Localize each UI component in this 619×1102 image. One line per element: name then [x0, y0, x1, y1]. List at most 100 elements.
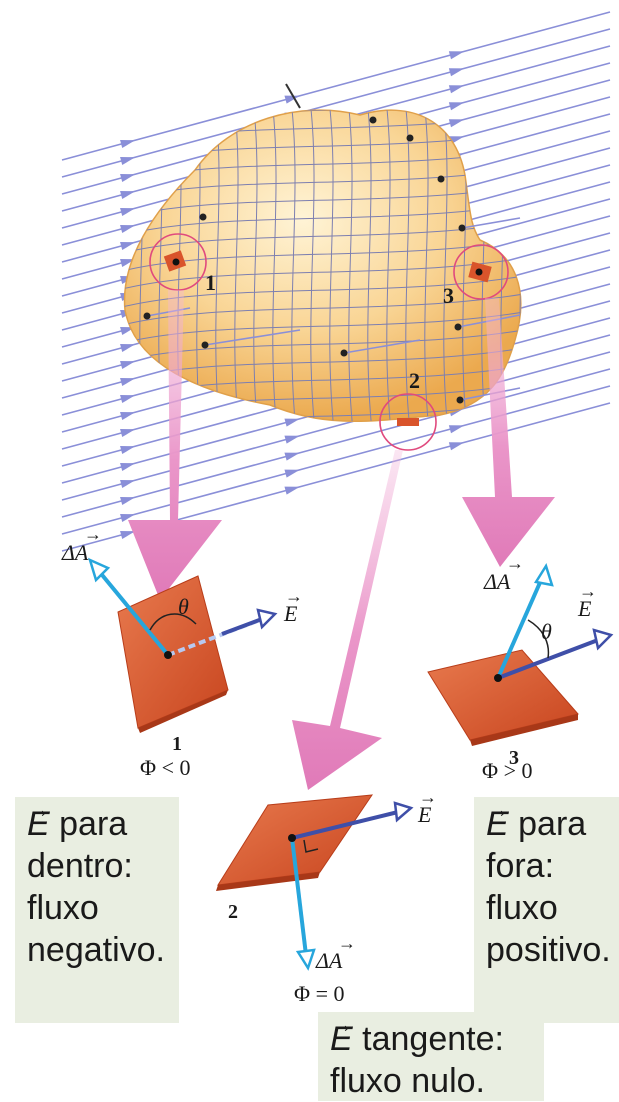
grid-line [271, 110, 279, 422]
field-arrowhead [284, 486, 300, 495]
patch-3-detail [427, 563, 614, 746]
field-line-segment [343, 339, 421, 354]
field-arrowhead [284, 452, 300, 461]
field-arrowhead [284, 435, 300, 444]
grid-line [290, 110, 298, 422]
grid-line [124, 328, 521, 365]
region-1-label: 1 [205, 270, 216, 295]
patch-2-area-vector-label: ΔA [315, 948, 343, 973]
piercing-points [143, 116, 466, 404]
field-arrowhead [120, 344, 136, 353]
field-arrowhead [120, 361, 136, 370]
field-arrowhead [120, 395, 136, 404]
grid-line [366, 110, 374, 422]
patch-2-field-label: E [417, 802, 432, 827]
patch-1-flux: Φ < 0 [140, 755, 191, 780]
field-arrowhead [120, 429, 136, 438]
grid-line [309, 110, 317, 422]
caption-right-line-1: para [518, 805, 587, 843]
patch-1-area-arrow: → [84, 524, 102, 544]
callout-arrow-1 [128, 290, 222, 600]
grid-line [124, 110, 127, 422]
field-arrowhead [120, 463, 136, 472]
caption-left-line-3: fluxo [27, 889, 99, 927]
patch-1-field-label: E [283, 601, 298, 626]
field-arrowhead [448, 85, 465, 94]
grid-line [423, 110, 431, 422]
region-2-label: 2 [409, 368, 420, 393]
grid-line [124, 310, 521, 347]
grid-line [233, 110, 241, 422]
field-arrowhead [120, 225, 136, 234]
field-arrowhead [448, 68, 465, 77]
patch-1-number: 1 [172, 733, 182, 755]
field-arrowhead [120, 412, 136, 421]
grid-line [124, 292, 521, 329]
field-line [61, 385, 611, 535]
field-arrowhead [120, 378, 136, 387]
caption-tangent-zero-flux: →E tangente: fluxo nulo. [318, 1012, 544, 1101]
grid-line [124, 220, 521, 257]
patch-3-marker [453, 244, 509, 300]
field-arrowhead [284, 95, 300, 104]
grid-line [124, 274, 521, 311]
patch-3-field-label: E [577, 596, 592, 621]
patch-3-area-vector-label: ΔA [483, 569, 511, 594]
field-line [61, 28, 611, 178]
caption-inward-negative-flux: →E para dentro: fluxo negativo. [15, 797, 179, 1023]
field-arrowhead [120, 140, 136, 149]
region-3-label: 3 [443, 283, 454, 308]
caption-right-line-4: positivo. [486, 931, 611, 969]
patch-1-area-vector-label: ΔA [61, 540, 89, 565]
patch-3-flux: Φ > 0 [482, 758, 533, 783]
callout-arrow-2 [292, 450, 403, 790]
field-line-segment [461, 217, 521, 229]
grid-line [124, 238, 521, 275]
caption-bottom-line-2: fluxo nulo. [330, 1062, 485, 1100]
field-arrowhead [448, 442, 465, 451]
field-arrowhead [120, 497, 136, 506]
field-arrowhead [284, 469, 300, 478]
field-symbol: →E [486, 797, 509, 843]
grid-line [328, 110, 336, 422]
field-line-segment [204, 329, 301, 346]
field-arrowhead [120, 208, 136, 217]
patch-2-number: 2 [228, 901, 238, 923]
field-line [61, 368, 611, 518]
field-arrowhead [120, 514, 136, 523]
grid-line [518, 110, 521, 422]
field-arrowhead [120, 446, 136, 455]
patch-2-area-arrow: → [338, 933, 356, 953]
caption-bottom-line-1: tangente: [362, 1020, 504, 1058]
patch-1-field-arrow: → [285, 586, 303, 606]
patch-1-angle: θ [178, 594, 189, 619]
patch-1-detail [88, 557, 278, 733]
caption-right-line-3: fluxo [486, 889, 558, 927]
patch-3-field-arrow: → [579, 581, 597, 601]
field-line [61, 351, 611, 501]
field-symbol: →E [330, 1012, 353, 1058]
field-arrowhead [120, 242, 136, 251]
field-line [61, 11, 611, 161]
caption-left-line-2: dentro: [27, 847, 133, 885]
field-arrowhead [120, 174, 136, 183]
field-arrowhead [448, 425, 465, 434]
patch-3-number: 3 [509, 747, 519, 769]
grid-line [124, 202, 521, 239]
field-arrowhead [120, 191, 136, 200]
patch-3-area-arrow: → [506, 553, 524, 573]
caption-outward-positive-flux: →E para fora: fluxo positivo. [474, 797, 619, 1023]
field-arrowhead [120, 157, 136, 166]
caption-left-line-4: negativo. [27, 931, 165, 969]
callout-arrow-3 [462, 298, 555, 567]
grid-line [124, 256, 521, 293]
field-arrowhead [284, 418, 300, 427]
patch-2-marker [379, 393, 437, 451]
caption-right-line-2: fora: [486, 847, 555, 885]
patch-3-angle: θ [541, 619, 552, 644]
field-arrowhead [448, 102, 465, 111]
grid-line [385, 110, 393, 422]
field-arrowhead [120, 531, 136, 540]
grid-line [252, 110, 260, 422]
